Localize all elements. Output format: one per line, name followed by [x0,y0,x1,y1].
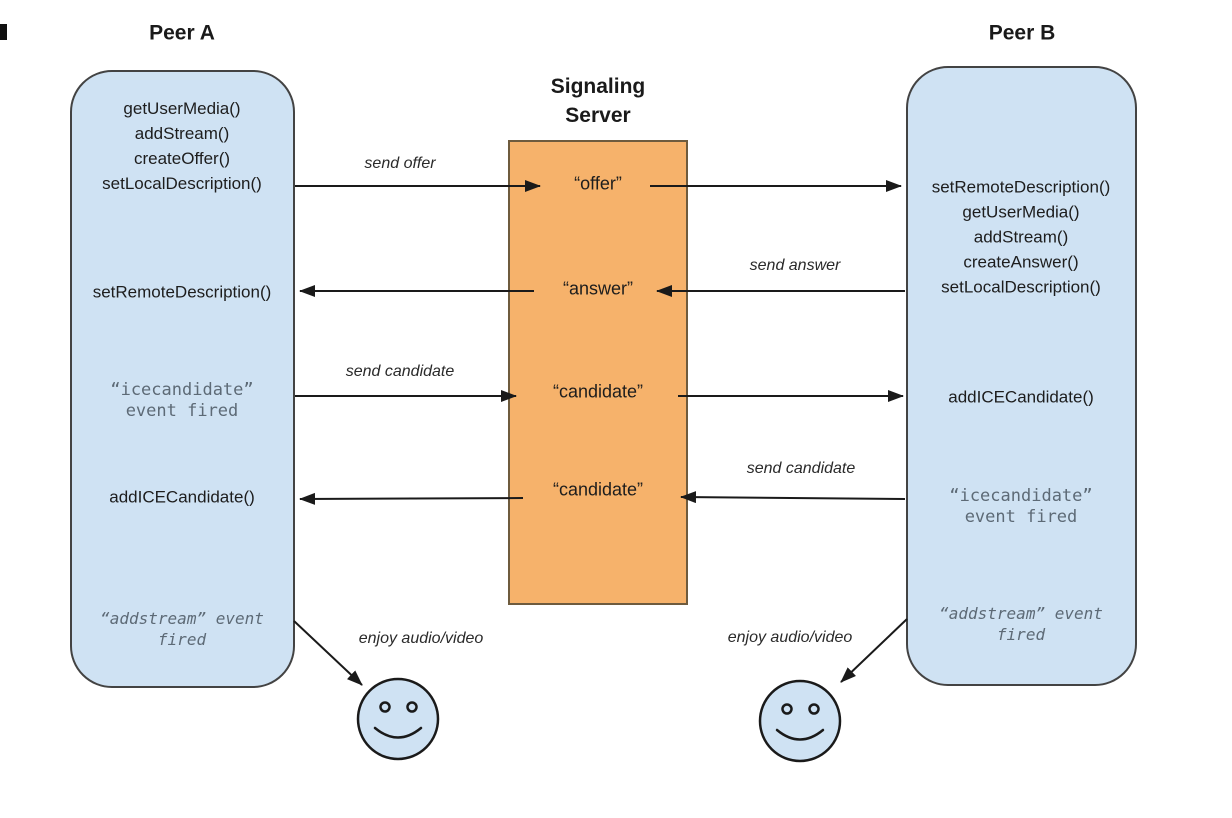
send-candidate-right-label: send candidate [746,460,856,477]
arrow-enjoy-left [293,620,363,686]
enjoy-audio-video-left-label: enjoy audio/video [358,630,484,647]
arrow-candidate-to-peer-a [299,492,524,505]
signaling-server-box [508,140,688,605]
peer-a-addstream-event: “addstream” event fired [100,609,264,649]
peer-a-title: Peer A [149,21,215,45]
peer-b-addstream-event: “addstream” event fired [939,604,1103,644]
peer-b-box [906,66,1137,686]
signaling-server-title: Signaling Server [550,75,646,127]
send-offer-label: send offer [364,155,436,172]
arrow-send-candidate-right [680,491,906,504]
smiley-left-icon [356,677,440,761]
peer-b-title: Peer B [988,21,1056,45]
peer-a-offer-steps: getUserMedia() addStream() createOffer()… [102,99,262,193]
signaling-candidate-message-top: “candidate” [552,381,644,402]
peer-a-box [70,70,295,688]
peer-b-answer-steps: setRemoteDescription() getUserMedia() ad… [931,177,1111,297]
signaling-offer-message: “offer” [574,173,622,194]
smiley-right-icon [758,679,842,763]
send-answer-label: send answer [749,257,841,274]
signaling-candidate-message-bottom: “candidate” [552,479,644,500]
enjoy-audio-video-right-label: enjoy audio/video [727,629,853,646]
edge-artifact [0,24,7,40]
arrow-enjoy-right [840,618,908,683]
signaling-answer-message: “answer” [562,278,634,299]
peer-b-icecandidate-event: “icecandidate” event fired [949,486,1093,527]
peer-a-add-ice-candidate: addICECandidate() [109,487,255,507]
peer-b-add-ice-candidate: addICECandidate() [948,387,1094,407]
peer-a-icecandidate-event: “icecandidate” event fired [110,380,254,421]
peer-a-set-remote-description: setRemoteDescription() [92,282,272,302]
send-candidate-left-label: send candidate [345,363,455,380]
